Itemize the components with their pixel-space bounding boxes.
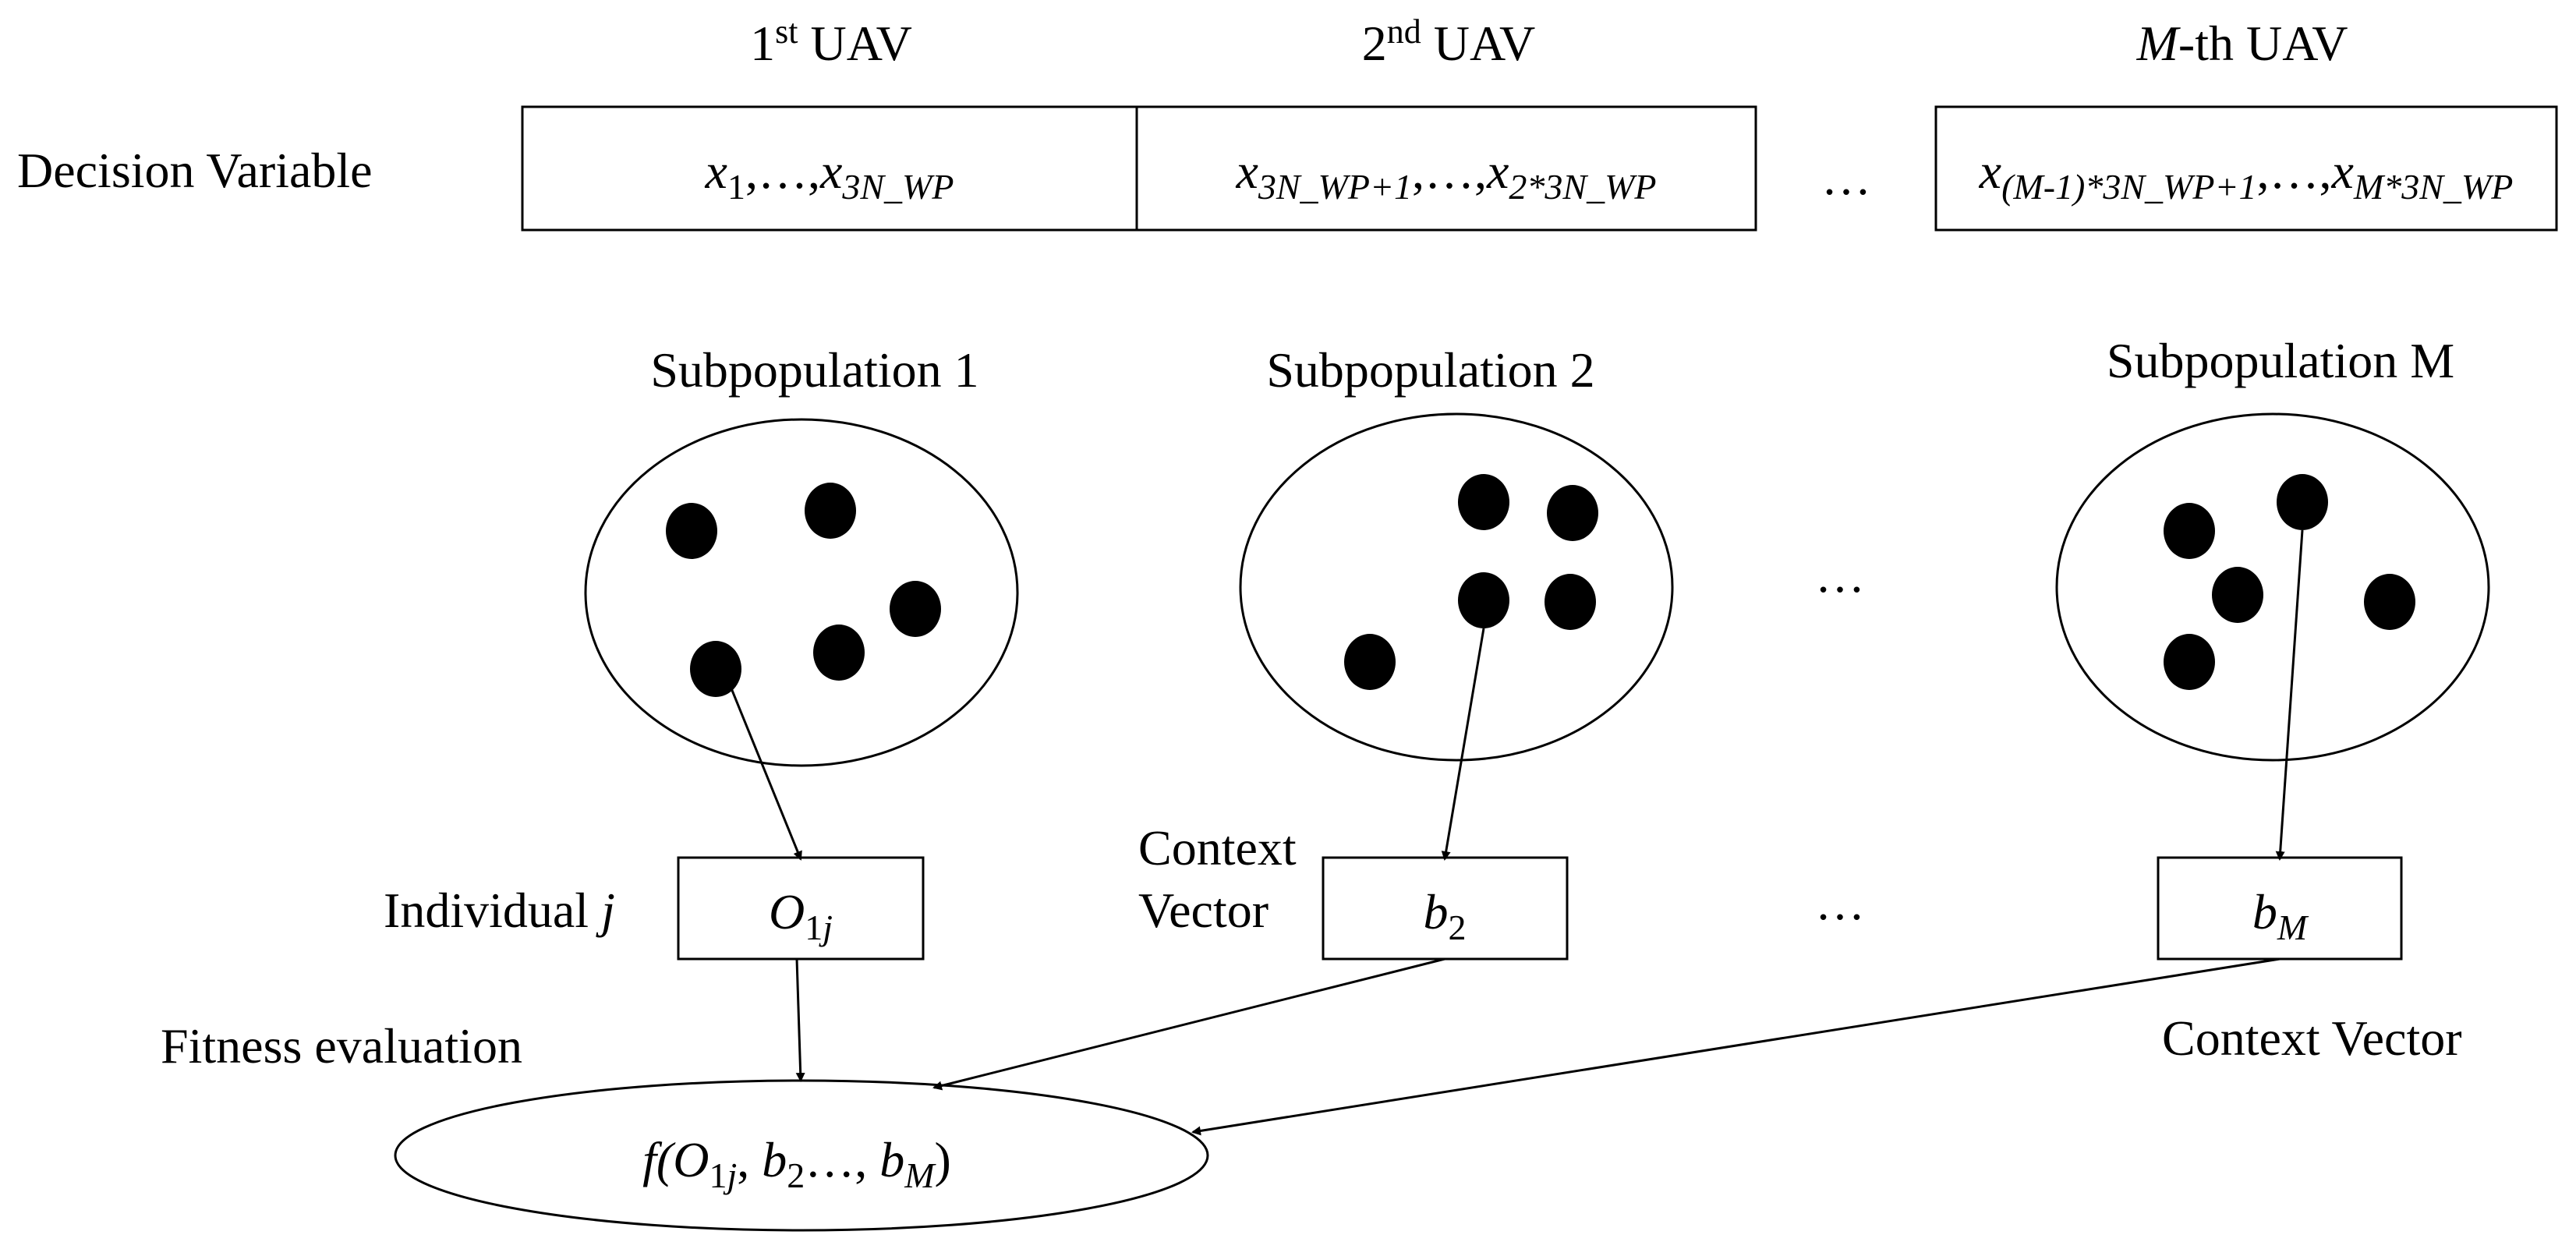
var-b: b — [879, 1132, 905, 1187]
arrow-context-2-to-fitness — [932, 957, 1445, 1091]
var-x: x — [1487, 143, 1509, 199]
var-b: b — [762, 1132, 787, 1187]
individual-dot — [1547, 485, 1598, 541]
fitness-formula: f(O1j, b2…, bM) — [642, 1132, 951, 1194]
var-x: x — [1236, 143, 1258, 199]
var-o: O — [769, 884, 805, 939]
arrow-dot-to-context-m — [2275, 529, 2304, 861]
var-x: x — [2331, 143, 2354, 199]
separator: ,…, — [745, 143, 820, 199]
var-x: x — [705, 143, 727, 199]
subscript: 3N_WP — [842, 167, 954, 207]
individual-dot — [1458, 474, 1509, 530]
subpopulation-ellipsis: … — [1815, 547, 1865, 603]
var-x: x — [819, 143, 843, 199]
fitness-evaluation-label: Fitness evaluation — [161, 1018, 522, 1074]
individual-box-text: O1j — [769, 884, 833, 946]
column-header-m: M-th UAV — [2137, 19, 2348, 69]
context-vector-right-label: Context Vector — [2162, 1010, 2462, 1066]
column-header-m-ordinal: M — [2136, 16, 2178, 71]
individual-dot — [2277, 474, 2328, 530]
individual-dot — [2164, 503, 2215, 559]
individual-dot — [1458, 572, 1509, 628]
column-header-2-ordinal: 2 — [1361, 16, 1387, 71]
subpopulation-m-ellipse — [2055, 412, 2490, 762]
decision-segment-m-box — [1934, 105, 2558, 232]
individual-dot — [2364, 574, 2415, 630]
individual-label: Individual j — [384, 886, 615, 936]
decision-ellipsis: … — [1821, 150, 1871, 205]
column-header-1-ordinal: 1 — [750, 16, 776, 71]
subscript: M*3N_WP — [2353, 167, 2514, 207]
decision-segment-2: x3N_WP+1,…,x2*3N_WP — [1236, 147, 1656, 205]
context-box-m-text: bM — [2252, 884, 2307, 946]
formula-f: f( — [642, 1132, 674, 1187]
subscript: 1j — [805, 908, 833, 947]
column-header-2-label: UAV — [1421, 16, 1536, 71]
column-header-m-label: -th UAV — [2178, 16, 2348, 71]
context-vector-left-line2: Vector — [1138, 883, 1269, 938]
individual-dot — [690, 641, 741, 697]
individual-label-text: Individual — [384, 883, 602, 938]
subscript: 1 — [727, 167, 745, 207]
subscript: 2 — [1448, 908, 1467, 947]
column-header-2-suffix: nd — [1386, 12, 1421, 51]
individual-label-var: j — [601, 883, 615, 938]
subscript: 2*3N_WP — [1509, 167, 1657, 207]
subpopulation-2-ellipse — [1239, 412, 1674, 762]
individual-dot — [805, 483, 856, 539]
individual-dot — [1545, 574, 1596, 630]
separator: ,…, — [1412, 143, 1488, 199]
subscript: M — [2277, 908, 2308, 947]
arrow-context-m-to-fitness — [1191, 957, 2281, 1136]
individual-dot — [890, 581, 941, 637]
decision-segment-1: x1,…,x3N_WP — [706, 147, 954, 205]
separator: …, — [805, 1132, 880, 1187]
individual-dot — [2212, 567, 2263, 623]
individual-dot — [1344, 634, 1396, 690]
context-vector-left-line1: Context — [1138, 820, 1297, 876]
column-header-1-label: UAV — [798, 16, 912, 71]
var-x: x — [1979, 143, 2002, 199]
subpopulation-1-label: Subpopulation 1 — [650, 342, 979, 398]
individual-dot — [2164, 634, 2215, 690]
individual-dot — [666, 503, 717, 559]
subpopulation-2-label: Subpopulation 2 — [1266, 342, 1595, 398]
subscript: (M-1)*3N_WP+1 — [2001, 167, 2257, 207]
arrow-individual-to-fitness — [795, 958, 805, 1082]
arrow-dot-to-context-2 — [1441, 628, 1485, 861]
individual-dot — [813, 624, 865, 681]
separator: , — [737, 1132, 763, 1187]
subscript: 3N_WP+1 — [1258, 167, 1413, 207]
subpopulation-1-ellipse — [584, 418, 1019, 767]
row-ellipsis: … — [1815, 875, 1865, 930]
subscript: 2 — [787, 1155, 805, 1195]
arrow-dot-to-individual — [730, 688, 802, 861]
var-b: b — [1423, 884, 1449, 939]
var-b: b — [2252, 884, 2277, 939]
subscript: 1j — [709, 1155, 738, 1195]
subscript: M — [904, 1155, 935, 1195]
context-box-2-text: b2 — [1423, 884, 1467, 946]
decision-segment-m: x(M-1)*3N_WP+1,…,xM*3N_WP — [1980, 147, 2514, 205]
separator: ,…, — [2256, 143, 2332, 199]
column-header-2: 2nd UAV — [1361, 15, 1536, 71]
column-header-1: 1st UAV — [750, 15, 912, 71]
column-header-1-suffix: st — [775, 12, 798, 51]
close-paren: ) — [934, 1132, 951, 1187]
var-o: O — [673, 1132, 709, 1187]
decision-segment-2-box — [1135, 105, 1757, 232]
decision-variable-label: Decision Variable — [17, 143, 373, 198]
subpopulation-m-label: Subpopulation M — [2106, 333, 2455, 388]
